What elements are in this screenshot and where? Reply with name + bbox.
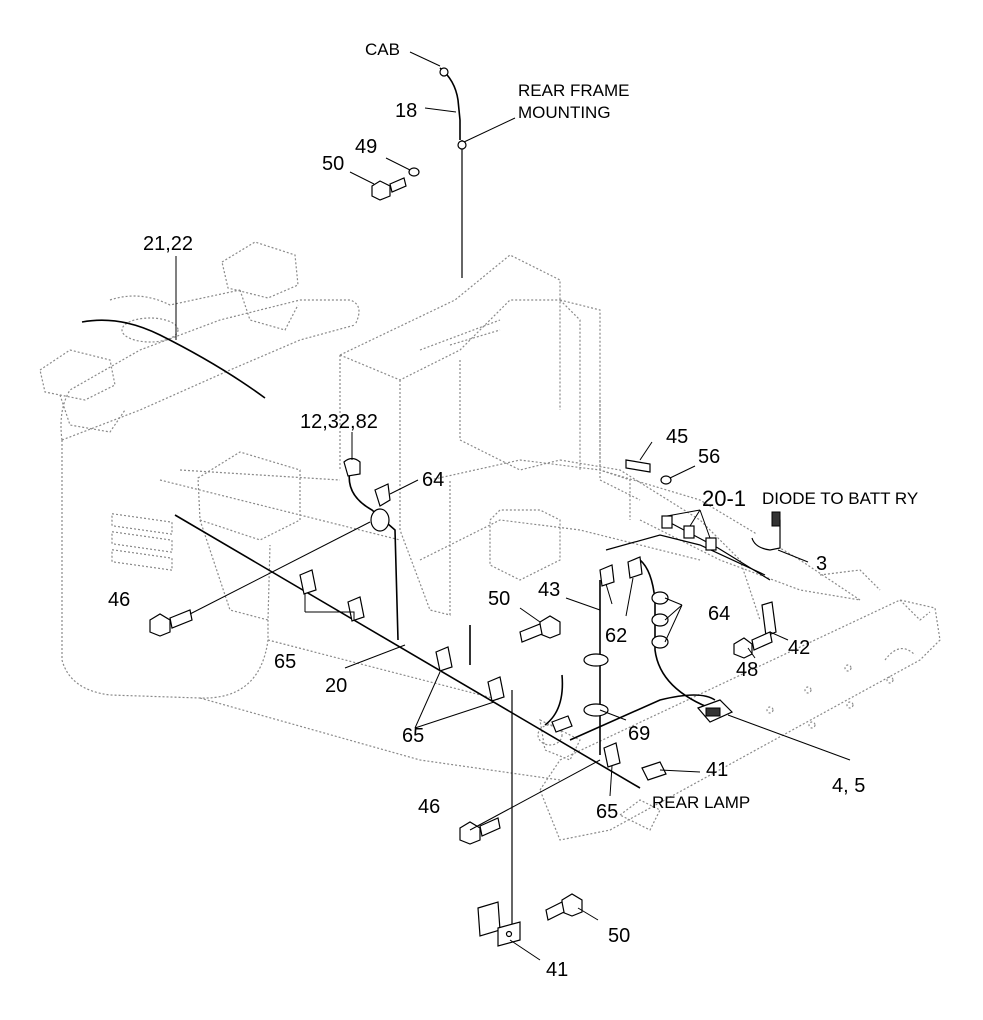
clamp-62-b bbox=[627, 556, 643, 579]
rear-lamp-connector-face bbox=[705, 707, 721, 717]
label-45: 45 bbox=[666, 426, 688, 448]
loop-clamp-69-a bbox=[583, 653, 609, 667]
label-65-mid: 65 bbox=[402, 725, 424, 747]
label-12-32-82: 12,32,82 bbox=[300, 411, 378, 433]
label-65-left: 65 bbox=[274, 651, 296, 673]
leader-lines bbox=[175, 51, 851, 961]
cab-terminal bbox=[439, 67, 449, 77]
label-18: 18 bbox=[395, 100, 417, 122]
bolt-50-top bbox=[371, 177, 407, 201]
bracket-42 bbox=[761, 601, 777, 637]
diode-block-3 bbox=[705, 537, 717, 551]
label-49: 49 bbox=[355, 136, 377, 158]
label-20-1: 20-1 bbox=[702, 486, 746, 511]
label-64-right: 64 bbox=[708, 603, 730, 625]
label-65-bottom: 65 bbox=[596, 801, 618, 823]
p-clip-64-r1 bbox=[651, 591, 669, 605]
bracket-41-upper bbox=[641, 761, 667, 781]
label-21-22: 21,22 bbox=[143, 233, 193, 255]
label-41-bottom: 41 bbox=[546, 959, 568, 981]
label-56: 56 bbox=[698, 446, 720, 468]
label-20: 20 bbox=[325, 675, 347, 697]
label-50-mid: 50 bbox=[488, 588, 510, 610]
label-3: 3 bbox=[816, 553, 827, 575]
label-diode: DIODE TO BATT RY bbox=[762, 489, 918, 508]
label-46-left: 46 bbox=[108, 589, 130, 611]
loop-clamp-69-b bbox=[583, 703, 609, 717]
diode-block-2 bbox=[683, 525, 695, 539]
label-64-left: 64 bbox=[422, 469, 444, 491]
clamp-65-b bbox=[347, 596, 365, 622]
bolt-50-bottom bbox=[545, 893, 583, 921]
parts bbox=[149, 67, 781, 947]
label-4-5: 4, 5 bbox=[832, 775, 865, 797]
clamp-65-d bbox=[487, 676, 505, 702]
label-42: 42 bbox=[788, 637, 810, 659]
bracket-41-bottom bbox=[477, 901, 521, 947]
label-rear-lamp: REAR LAMP bbox=[652, 793, 750, 812]
clamp-65-e bbox=[603, 742, 621, 768]
label-50-bottom: 50 bbox=[608, 925, 630, 947]
label-69: 69 bbox=[628, 723, 650, 745]
label-41-upper: 41 bbox=[706, 759, 728, 781]
clip-12-32-82 bbox=[343, 457, 361, 477]
p-clip-64-left bbox=[370, 483, 391, 532]
clamp-62-a bbox=[599, 564, 615, 587]
washer-56 bbox=[660, 475, 672, 485]
bolt-45 bbox=[625, 459, 651, 473]
label-43: 43 bbox=[538, 579, 560, 601]
label-cab: CAB bbox=[365, 40, 400, 59]
label-rear-frame-2: MOUNTING bbox=[518, 103, 611, 122]
bolt-50-mid bbox=[519, 615, 561, 643]
loop-clamp-bottom bbox=[551, 715, 573, 733]
washer-49 bbox=[408, 167, 420, 177]
diode-block-1 bbox=[661, 515, 673, 529]
label-48: 48 bbox=[736, 659, 758, 681]
wiring-harness bbox=[81, 67, 771, 932]
label-62: 62 bbox=[605, 625, 627, 647]
bolt-46-left bbox=[149, 609, 193, 637]
relay-3-body bbox=[771, 511, 781, 527]
rear-frame-terminal bbox=[457, 140, 467, 150]
callout-labels: CAB 18 REAR FRAME MOUNTING 49 50 21,22 1… bbox=[108, 40, 918, 981]
p-clip-64-r3 bbox=[651, 635, 669, 649]
bolt-46-bottom bbox=[459, 817, 501, 845]
clamp-65-a bbox=[299, 569, 317, 595]
p-clip-64-r2 bbox=[651, 613, 669, 627]
label-50-top: 50 bbox=[322, 153, 344, 175]
clamp-65-c bbox=[435, 646, 453, 672]
label-46-bottom: 46 bbox=[418, 796, 440, 818]
label-rear-frame-1: REAR FRAME bbox=[518, 81, 629, 100]
rear-frame-outline bbox=[39, 241, 941, 841]
bolt-48 bbox=[733, 631, 773, 659]
